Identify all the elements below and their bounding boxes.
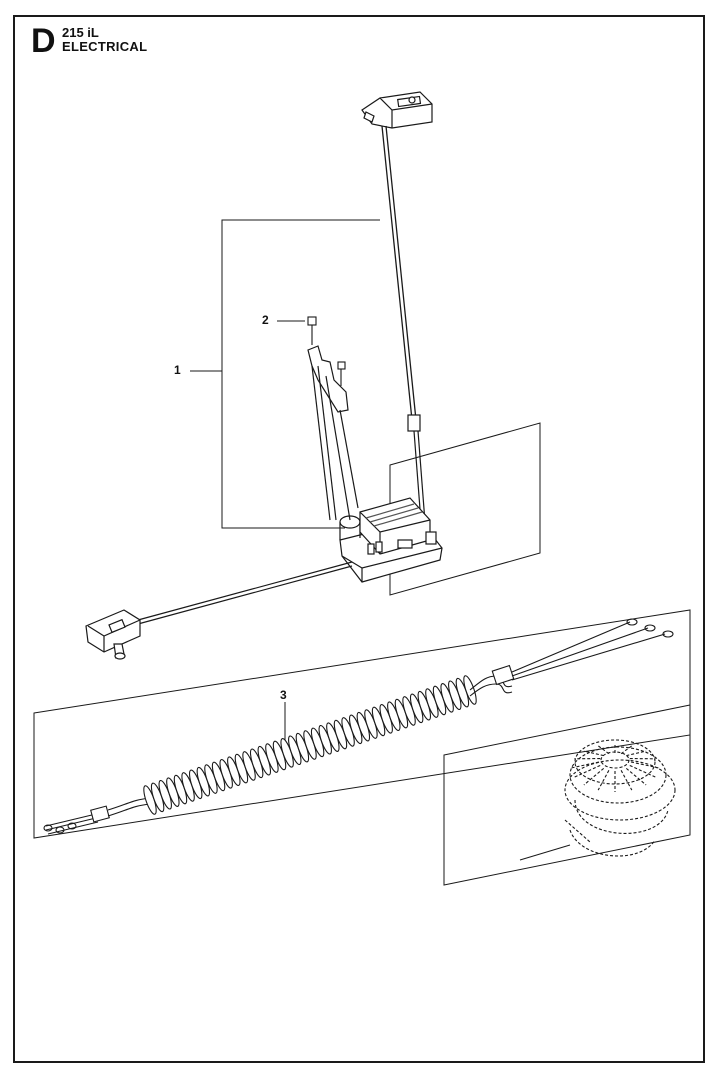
stator-tooth <box>583 767 605 786</box>
stator-tooth <box>597 770 610 791</box>
section-title: ELECTRICAL <box>62 39 148 54</box>
stator-tooth <box>583 750 604 757</box>
coiled-cable <box>43 618 674 835</box>
screw-part-2 <box>307 316 346 386</box>
stator-tooth <box>629 764 656 778</box>
display-module <box>361 91 433 129</box>
cable-connector <box>407 414 421 432</box>
control-board <box>339 497 443 583</box>
model-name: 215 iL <box>62 25 99 40</box>
callout-1-bracket <box>221 219 380 529</box>
section-letter: D <box>31 22 56 60</box>
display-cable-a <box>381 125 413 421</box>
stator-tooth <box>626 750 647 757</box>
display-cable-b <box>385 125 417 421</box>
callout-label-1: 1 <box>174 363 181 377</box>
mounting-bracket <box>307 345 359 521</box>
motor-stator <box>564 739 676 857</box>
stator-tooth <box>574 764 601 778</box>
stator-tooth <box>620 745 633 755</box>
switch-cable-b <box>137 565 353 625</box>
stator-tooth <box>620 770 633 791</box>
switch-cable-a <box>137 561 353 621</box>
stator-tooth <box>597 745 610 755</box>
callout-label-2: 2 <box>262 313 269 327</box>
stator-tooth <box>625 767 647 786</box>
trigger-switch <box>85 609 141 660</box>
callout-label-3: 3 <box>280 688 287 702</box>
page-frame <box>13 15 705 1063</box>
motor-group-outline <box>443 704 691 886</box>
motor-leader <box>519 844 571 861</box>
